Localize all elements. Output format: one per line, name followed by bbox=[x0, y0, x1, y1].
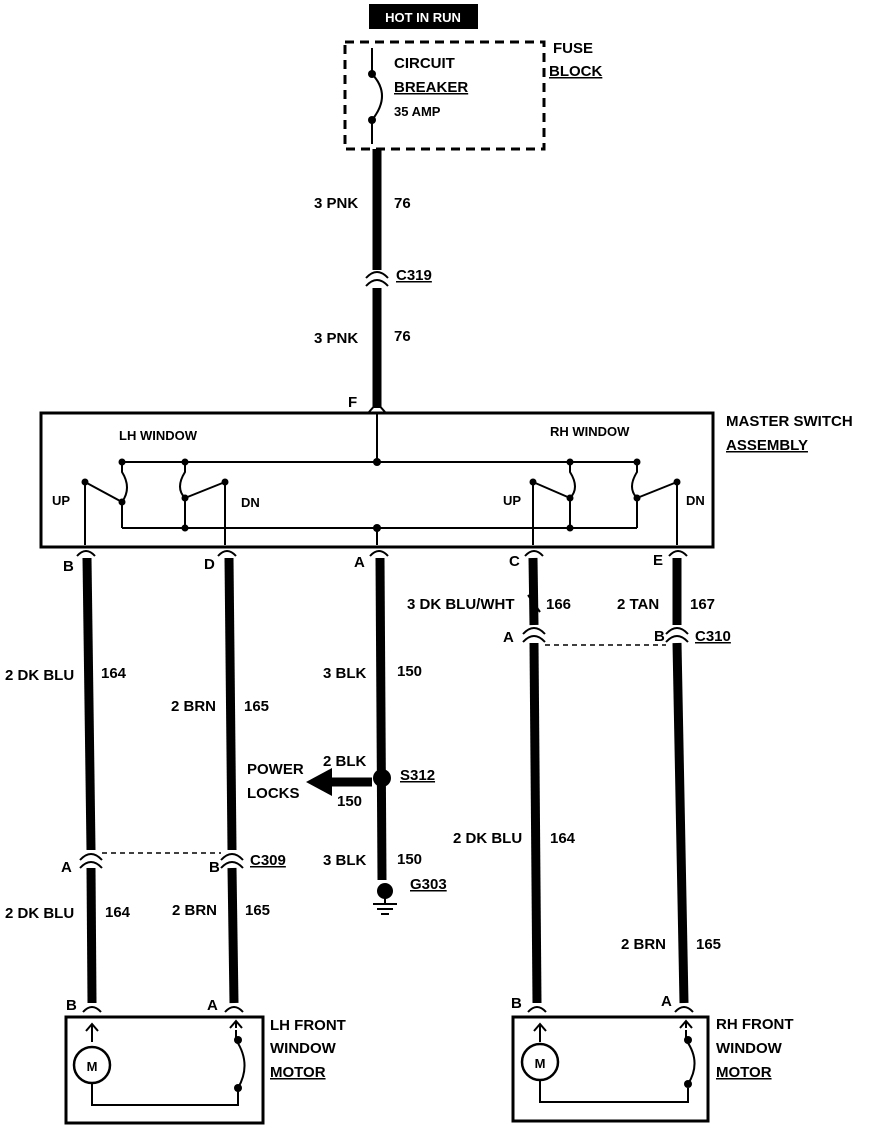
splice-branch-circuit: 150 bbox=[337, 793, 362, 810]
wire-rh-e-lower bbox=[672, 642, 689, 1004]
power-locks-label-2: LOCKS bbox=[247, 785, 300, 802]
wire-ground-lower-circuit: 150 bbox=[397, 851, 422, 868]
feed-wire-circuit: 76 bbox=[394, 195, 411, 212]
wire-ground-circuit: 150 bbox=[397, 663, 422, 680]
rh-up-label: UP bbox=[503, 493, 521, 508]
connector-c309-pin-b: B bbox=[209, 859, 220, 876]
fuse-block-label-2: BLOCK bbox=[549, 63, 602, 80]
wire-rh-lower-a-color: 2 BRN bbox=[621, 936, 666, 953]
wire-lh-b-lower bbox=[86, 867, 97, 1004]
rh-window-label: RH WINDOW bbox=[550, 424, 630, 439]
pin-b-label: B bbox=[63, 558, 74, 575]
rh-motor-label-2: WINDOW bbox=[716, 1040, 783, 1057]
power-locks-label: POWER bbox=[247, 761, 304, 778]
wire-rh-lower-a-circuit: 165 bbox=[696, 936, 721, 953]
lh-up-switch bbox=[84, 462, 128, 545]
lh-up-label: UP bbox=[52, 493, 70, 508]
rh-motor-pin-a: A bbox=[661, 993, 672, 1010]
rh-motor-box bbox=[511, 1015, 710, 1123]
wire-lh-lower-b-color: 2 DK BLU bbox=[5, 905, 74, 922]
lh-motor-label: LH FRONT bbox=[270, 1017, 346, 1034]
connector-c310-pin-b: B bbox=[654, 628, 665, 645]
pin-f-label: F bbox=[348, 394, 357, 411]
wire-ground-lower-color: 3 BLK bbox=[323, 852, 367, 869]
rh-motor-label: RH FRONT bbox=[716, 1016, 794, 1033]
breaker-rating: 35 AMP bbox=[394, 104, 441, 119]
wire-rh-e-color: 2 TAN bbox=[617, 596, 659, 613]
wire-rh-c-lower bbox=[529, 642, 542, 1004]
wire-lh-b-upper bbox=[82, 557, 96, 851]
pin-d-label: D bbox=[204, 556, 215, 573]
lh-motor-symbol-letter: M bbox=[87, 1059, 98, 1074]
lh-motor-pin-a: A bbox=[207, 997, 218, 1014]
splice-s312-label: S312 bbox=[400, 767, 435, 784]
wire-rh-e-circuit: 167 bbox=[690, 596, 715, 613]
fuse-block-box bbox=[343, 40, 546, 151]
rh-up-switch bbox=[532, 462, 576, 545]
wire-lh-b-circuit: 164 bbox=[101, 665, 127, 682]
rh-dn-label: DN bbox=[686, 493, 705, 508]
feed-wire-color-lower: 3 PNK bbox=[314, 330, 358, 347]
master-switch-label: MASTER SWITCH bbox=[726, 413, 853, 430]
fuse-block-label: FUSE bbox=[553, 40, 593, 57]
hot-in-run-badge bbox=[369, 4, 478, 29]
wire-lh-d-upper bbox=[224, 557, 237, 851]
ground-g303-dot bbox=[377, 883, 393, 899]
lh-dn-switch bbox=[179, 462, 226, 545]
rh-window-motor bbox=[511, 1006, 710, 1123]
power-locks-arrow bbox=[306, 768, 332, 796]
rh-dn-switch bbox=[631, 462, 678, 545]
connector-c309-label: C309 bbox=[250, 852, 286, 869]
connector-c309-pin-a: A bbox=[61, 859, 72, 876]
master-switch-label-2: ASSEMBLY bbox=[726, 437, 808, 454]
connector-c310-label: C310 bbox=[695, 628, 731, 645]
wire-lh-d-color: 2 BRN bbox=[171, 698, 216, 715]
wire-rh-lower-b-color: 2 DK BLU bbox=[453, 830, 522, 847]
pin-c-label: C bbox=[509, 553, 520, 570]
circuit-breaker-symbol bbox=[371, 48, 383, 144]
splice-branch-color: 2 BLK bbox=[323, 753, 367, 770]
connector-c319-label: C319 bbox=[396, 267, 432, 284]
wire-lh-lower-b-circuit: 164 bbox=[105, 904, 131, 921]
ground-g303-label: G303 bbox=[410, 876, 447, 893]
ground-symbol bbox=[373, 898, 397, 915]
wire-rh-lower-b-circuit: 164 bbox=[550, 830, 576, 847]
wire-lh-b-color: 2 DK BLU bbox=[5, 667, 74, 684]
wire-ground bbox=[375, 557, 387, 881]
circuit-breaker-label-2: BREAKER bbox=[394, 79, 468, 96]
feed-wire-circuit-lower: 76 bbox=[394, 328, 411, 345]
rh-motor-pin-b: B bbox=[511, 995, 522, 1012]
wire-lh-d-lower bbox=[227, 867, 239, 1004]
lh-dn-label: DN bbox=[241, 495, 260, 510]
wire-lh-lower-a-circuit: 165 bbox=[245, 902, 270, 919]
hot-in-run-label: HOT IN RUN bbox=[385, 10, 461, 25]
circuit-breaker-label: CIRCUIT bbox=[394, 55, 455, 72]
feed-wire-color: 3 PNK bbox=[314, 195, 358, 212]
switch-pin-connectors bbox=[76, 550, 688, 557]
lh-motor-pin-b: B bbox=[66, 997, 77, 1014]
lh-motor-box bbox=[64, 1015, 265, 1125]
wire-lh-lower-a-color: 2 BRN bbox=[172, 902, 217, 919]
lh-window-motor bbox=[64, 1006, 265, 1125]
connector-c310-pin-a: A bbox=[503, 629, 514, 646]
lh-motor-label-2: WINDOW bbox=[270, 1040, 337, 1057]
wire-rh-c-color: 3 DK BLU/WHT bbox=[407, 596, 515, 613]
wire-rh-c-upper bbox=[528, 557, 539, 626]
wire-rh-c-circuit: 166 bbox=[546, 596, 571, 613]
wire-lh-d-circuit: 165 bbox=[244, 698, 269, 715]
connector-c319-symbol bbox=[365, 271, 389, 287]
pin-a-label: A bbox=[354, 554, 365, 571]
lh-motor-label-3: MOTOR bbox=[270, 1064, 326, 1081]
pin-e-label: E bbox=[653, 552, 663, 569]
wire-ground-color: 3 BLK bbox=[323, 665, 367, 682]
rh-motor-symbol-letter: M bbox=[535, 1056, 546, 1071]
splice-s312 bbox=[373, 769, 391, 787]
lh-window-label: LH WINDOW bbox=[119, 428, 198, 443]
rh-motor-label-3: MOTOR bbox=[716, 1064, 772, 1081]
